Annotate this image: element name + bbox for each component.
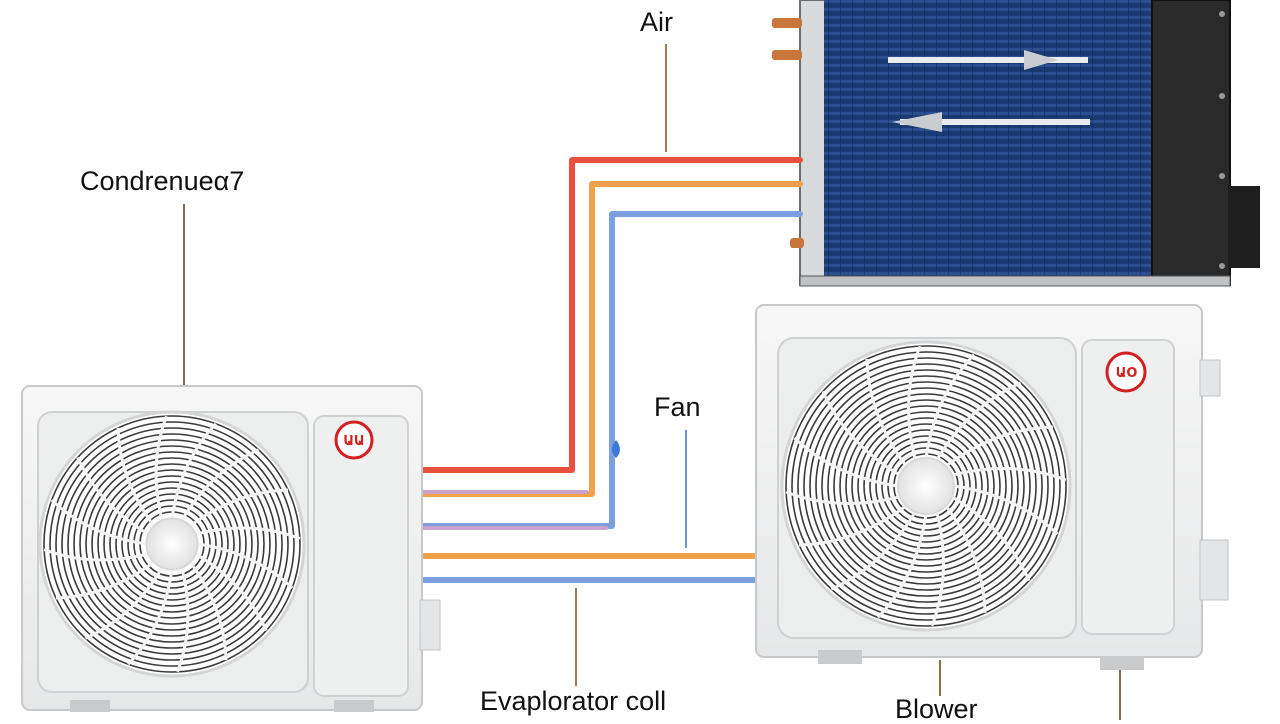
bolt xyxy=(1219,263,1225,269)
arrow-left-icon xyxy=(892,112,1090,132)
side-bracket xyxy=(1199,359,1221,397)
coil-frame-bottom xyxy=(799,275,1231,287)
side-panel xyxy=(1081,339,1175,635)
unit-foot xyxy=(1100,656,1144,670)
unit-foot xyxy=(70,700,110,712)
unit-foot xyxy=(334,700,374,712)
side-panel xyxy=(313,415,409,697)
refrigerant-pipes xyxy=(421,157,803,583)
coil-frame-right xyxy=(1151,0,1231,286)
coil-fins-grid xyxy=(824,0,1154,282)
pipe-stub xyxy=(772,18,802,28)
condenser-unit-right: ԱՕ xyxy=(755,304,1229,670)
pipe-red xyxy=(421,157,803,473)
pipe-stub xyxy=(772,50,802,60)
service-valve xyxy=(419,599,441,651)
coil-bracket xyxy=(1228,186,1260,268)
evaporator-coil-unit xyxy=(772,0,1260,287)
condenser-unit-left: ԱԱ xyxy=(21,385,441,712)
bolt xyxy=(1219,173,1225,179)
bolt xyxy=(1219,93,1225,99)
brand-logo-text: ԱՕ xyxy=(1116,366,1138,381)
brand-logo-icon: ԱՕ xyxy=(1105,351,1147,393)
leader-lines xyxy=(183,44,1121,720)
bolt xyxy=(1219,11,1225,17)
label-fan: Fan xyxy=(654,392,701,422)
label-blower: Blower xyxy=(895,694,978,724)
label-evaporator-coil: Evaplorator coll xyxy=(480,686,667,716)
brand-logo-text: ԱԱ xyxy=(343,434,364,449)
fan-grille-icon xyxy=(38,410,306,678)
label-air: Air xyxy=(640,7,673,37)
pipe-stub xyxy=(790,238,804,248)
arrow-right-icon xyxy=(888,50,1088,70)
pipe-blue xyxy=(421,211,803,529)
label-condenser: Condrenueα7 xyxy=(80,166,245,196)
water-drop-icon xyxy=(612,440,620,458)
side-bracket xyxy=(1199,539,1229,601)
fan-grille-icon xyxy=(780,340,1072,632)
brand-logo-icon: ԱԱ xyxy=(334,420,374,460)
unit-foot xyxy=(818,650,862,664)
